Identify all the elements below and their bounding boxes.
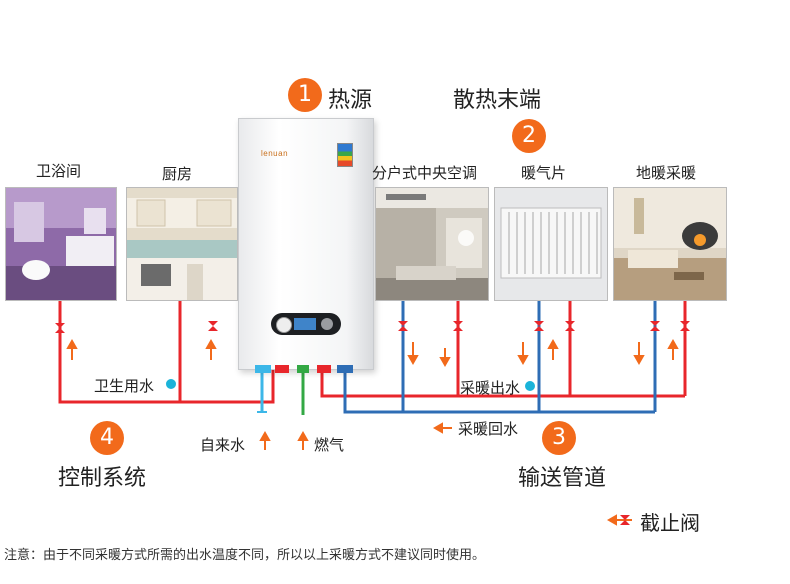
room-label-bathroom: 卫浴间: [36, 162, 82, 180]
arrow-down-icon: [407, 342, 419, 366]
valve-icon: [534, 321, 544, 331]
return-water-pipes: [343, 300, 657, 414]
radiator-photo: [494, 187, 608, 301]
arrow-down-icon: [633, 342, 645, 366]
footer-note: 注意：由于不同采暖方式所需的出水温度不同，所以以上采暖方式不建议同时使用。: [4, 548, 486, 563]
wall-hung-boiler: lenuan: [238, 118, 374, 373]
kitchen-photo: [126, 187, 238, 301]
arrow-down-icon: [439, 348, 451, 368]
energy-label-icon: [337, 143, 353, 167]
arrow-down-icon: [517, 342, 529, 366]
valve-icon: [453, 321, 463, 331]
valve-icon: [565, 321, 575, 331]
valve-icon: [650, 321, 660, 331]
section-number-heat-terminal: 2: [512, 119, 546, 153]
arrow-left-icon: [606, 514, 632, 526]
arrow-up-icon: [297, 430, 309, 450]
connector-return: [337, 365, 353, 373]
floor-heating-photo: [613, 187, 727, 301]
valve-icon: [680, 321, 690, 331]
connector-hot: [275, 365, 289, 373]
section-number-heat-source: 1: [288, 78, 322, 112]
valve-icon: [208, 321, 218, 331]
pressure-gauge-icon: [276, 317, 292, 333]
room-label-floor-heating: 地暖采暖: [636, 164, 697, 182]
flow-arrows: [66, 338, 679, 526]
hot-water-pipes: [58, 300, 687, 404]
arrow-up-icon: [259, 430, 271, 450]
central-ac-photo: [375, 187, 489, 301]
connector-supply: [317, 365, 331, 373]
heating-supply-pipe: [320, 368, 685, 398]
room-label-radiator: 暖气片: [521, 164, 567, 182]
domestic-water-dot-icon: [166, 379, 176, 389]
boiler-brand-logo: lenuan: [261, 149, 289, 158]
section-title-heat-terminal: 散热末端: [453, 88, 542, 113]
label-heating-out: 采暖出水: [460, 379, 521, 397]
connector-tap: [255, 365, 271, 373]
connector-gas: [297, 365, 309, 373]
lcd-display: [294, 318, 316, 330]
legend-valve-label: 截止阀: [640, 511, 700, 535]
label-tap-water: 自来水: [200, 436, 246, 454]
arrow-up-icon: [66, 338, 78, 360]
bathroom-photo: [5, 187, 117, 301]
arrow-up-icon: [667, 338, 679, 360]
valve-icon: [398, 321, 408, 331]
room-label-kitchen: 厨房: [162, 165, 193, 183]
valve-icon: [55, 323, 65, 333]
section-title-heat-source: 热源: [328, 88, 373, 113]
legend-valve-icon: [620, 515, 630, 525]
label-domestic-water: 卫生用水: [94, 377, 155, 395]
domestic-hot-pipe: [58, 300, 275, 404]
arrow-up-icon: [547, 338, 559, 360]
arrow-up-icon: [205, 338, 217, 360]
arrow-left-icon: [432, 422, 452, 434]
label-gas: 燃气: [314, 436, 345, 454]
heating-out-dot-icon: [525, 381, 535, 391]
valves: [55, 321, 690, 333]
section-number-pipeline: 3: [542, 421, 576, 455]
room-label-central-ac: 分户式中央空调: [372, 164, 478, 182]
boiler-control-panel: [271, 313, 341, 335]
control-knob-icon: [321, 318, 333, 330]
section-title-pipeline: 输送管道: [518, 466, 607, 491]
label-heating-return: 采暖回水: [458, 420, 519, 438]
heating-return-pipe: [343, 368, 655, 414]
section-title-control: 控制系统: [58, 466, 147, 491]
section-number-control: 4: [90, 421, 124, 455]
